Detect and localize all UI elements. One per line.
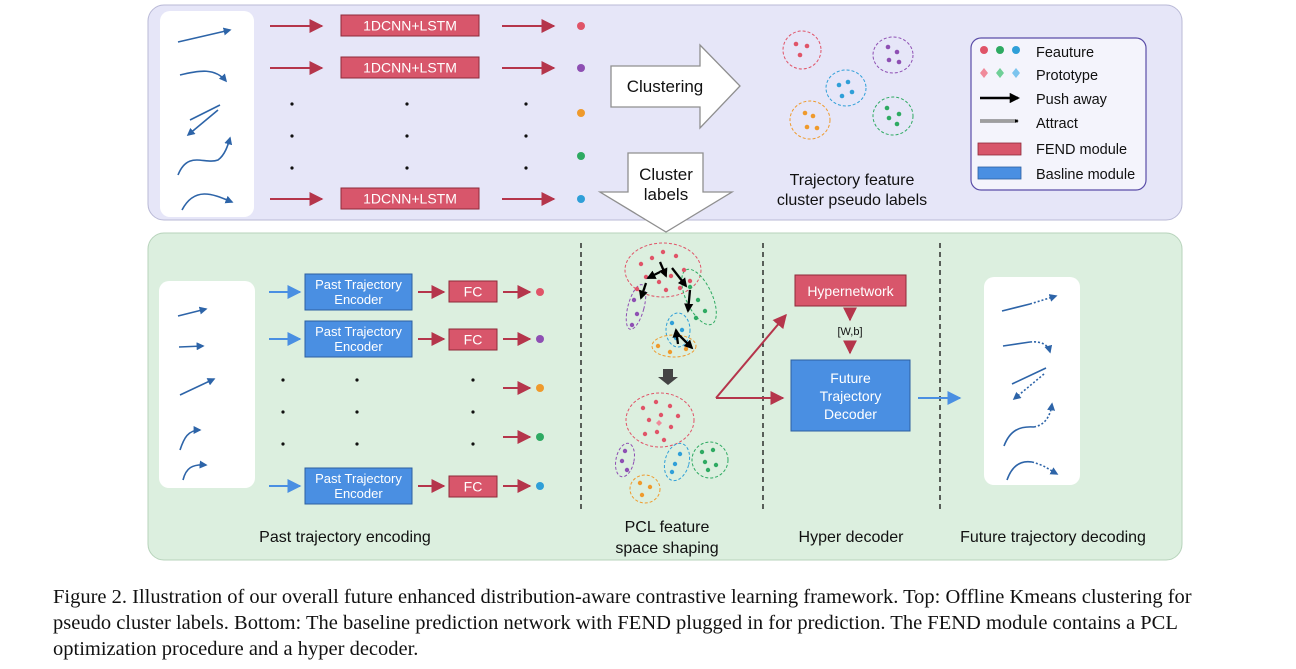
- cluster-title-line-2: cluster pseudo labels: [777, 192, 927, 209]
- top-encoder-box: [340, 14, 480, 37]
- section-title-pcl-2: space shaping: [615, 540, 718, 557]
- past-encoder-label-2: Encoder: [334, 486, 383, 501]
- future-decoder-label-3: Decoder: [824, 406, 877, 422]
- bottom-ellipsis-dots: [281, 378, 475, 446]
- cluster-orange: [789, 100, 831, 140]
- fc-label: FC: [464, 332, 483, 348]
- cluster-labels-arrow: [597, 152, 735, 233]
- shaping-arrow: [658, 369, 678, 385]
- cluster-blue: [825, 69, 867, 107]
- past-encoder-label-1: Past Trajectory: [315, 324, 402, 339]
- trajectory-icon: [181, 193, 234, 211]
- cluster-purple: [872, 36, 914, 74]
- fc-box: [448, 328, 498, 351]
- wb-label: [W,b]: [837, 326, 862, 338]
- caption-line-2: pseudo cluster labels. Bottom: The basel…: [53, 612, 1178, 634]
- top-encoder-row-3: 1DCNN+LSTM: [270, 187, 585, 210]
- figure-caption: Figure 2. Illustration of our overall fu…: [53, 584, 1293, 662]
- fc-box: [448, 475, 498, 498]
- feature-dot-purple: [577, 64, 585, 72]
- past-encoder-label-2: Encoder: [334, 292, 383, 307]
- caption-line-3: optimization procedure and a hyper decod…: [53, 638, 419, 660]
- fc-label: FC: [464, 284, 483, 300]
- top-trajectories: [177, 27, 234, 211]
- feature-dot-green: [536, 433, 544, 441]
- top-ellipsis-dots: [290, 102, 528, 170]
- future-trajectories: [1001, 294, 1059, 481]
- section-title-future: Future trajectory decoding: [960, 529, 1146, 546]
- future-trajectory-box: [984, 277, 1080, 485]
- past-encoder-box: [304, 467, 413, 505]
- pcl-before: [624, 242, 717, 358]
- legend-fend: FEND module: [1036, 142, 1127, 158]
- trajectory-icon: [186, 109, 219, 137]
- top-clusters: [782, 30, 914, 140]
- cluster-title-line-1: Trajectory feature: [790, 172, 915, 189]
- top-encoder-box: [340, 187, 480, 210]
- feature-dot-red: [577, 22, 585, 30]
- trajectory-icon: [179, 70, 228, 83]
- future-decoder-box: [790, 359, 911, 432]
- trajectory-icon: [189, 104, 221, 121]
- feature-dot-blue: [577, 195, 585, 203]
- section-title-hyper: Hyper decoder: [799, 529, 905, 546]
- cluster-labels-line-2: labels: [644, 185, 688, 204]
- pcl-after: [615, 392, 729, 504]
- legend-push-away: Push away: [1036, 92, 1108, 108]
- clustering-arrow: [610, 43, 741, 130]
- top-trajectory-box: [160, 11, 254, 217]
- trajectory-icon: [177, 27, 232, 43]
- feature-dot-orange: [577, 109, 585, 117]
- past-encoder-row-3: Past Trajectory Encoder FC: [269, 467, 544, 505]
- cluster-labels-line-1: Cluster: [639, 165, 693, 184]
- past-encoder-box: [304, 320, 413, 358]
- top-encoder-row-2: 1DCNN+LSTM: [270, 56, 585, 79]
- top-encoder-box: [340, 56, 480, 79]
- future-decoder-label-1: Future: [830, 370, 871, 386]
- legend-attract: Attract: [1036, 116, 1078, 132]
- legend-prototype: Prototype: [1036, 68, 1098, 84]
- past-encoder-label-1: Past Trajectory: [315, 471, 402, 486]
- top-encoder-label: 1DCNN+LSTM: [363, 191, 457, 207]
- clustering-label: Clustering: [627, 77, 704, 96]
- section-title-past: Past trajectory encoding: [259, 529, 431, 546]
- past-encoder-box: [304, 273, 413, 311]
- past-trajectory-box: [159, 281, 255, 488]
- past-encoder-label-2: Encoder: [334, 339, 383, 354]
- top-encoder-row-1: 1DCNN+LSTM: [270, 14, 585, 37]
- past-trajectories: [177, 306, 216, 481]
- section-title-pcl-1: PCL feature: [625, 519, 710, 536]
- top-encoder-label: 1DCNN+LSTM: [363, 18, 457, 34]
- caption-line-1: Figure 2. Illustration of our overall fu…: [53, 586, 1192, 608]
- legend-feature: Feauture: [1036, 45, 1094, 61]
- section-separators: [580, 243, 941, 513]
- top-encoder-label: 1DCNN+LSTM: [363, 60, 457, 76]
- legend: Feauture Prototype Push away Attract FEN…: [970, 37, 1147, 191]
- cluster-red: [782, 30, 822, 70]
- fc-box: [448, 280, 498, 303]
- feature-dot-orange: [536, 384, 544, 392]
- to-hypernetwork-arrow: [715, 313, 787, 399]
- hypernetwork-box: [794, 274, 907, 307]
- hypernetwork-label: Hypernetwork: [807, 283, 894, 299]
- future-decoder-label-2: Trajectory: [820, 388, 882, 404]
- trajectory-icon: [177, 136, 233, 176]
- fc-label: FC: [464, 479, 483, 495]
- past-encoder-row-2: Past Trajectory Encoder FC: [269, 320, 544, 358]
- legend-baseline: Basline module: [1036, 167, 1135, 183]
- past-encoder-label-1: Past Trajectory: [315, 277, 402, 292]
- feature-dot-green: [577, 152, 585, 160]
- past-encoder-row-1: Past Trajectory Encoder FC: [269, 273, 544, 311]
- cluster-green: [872, 96, 914, 136]
